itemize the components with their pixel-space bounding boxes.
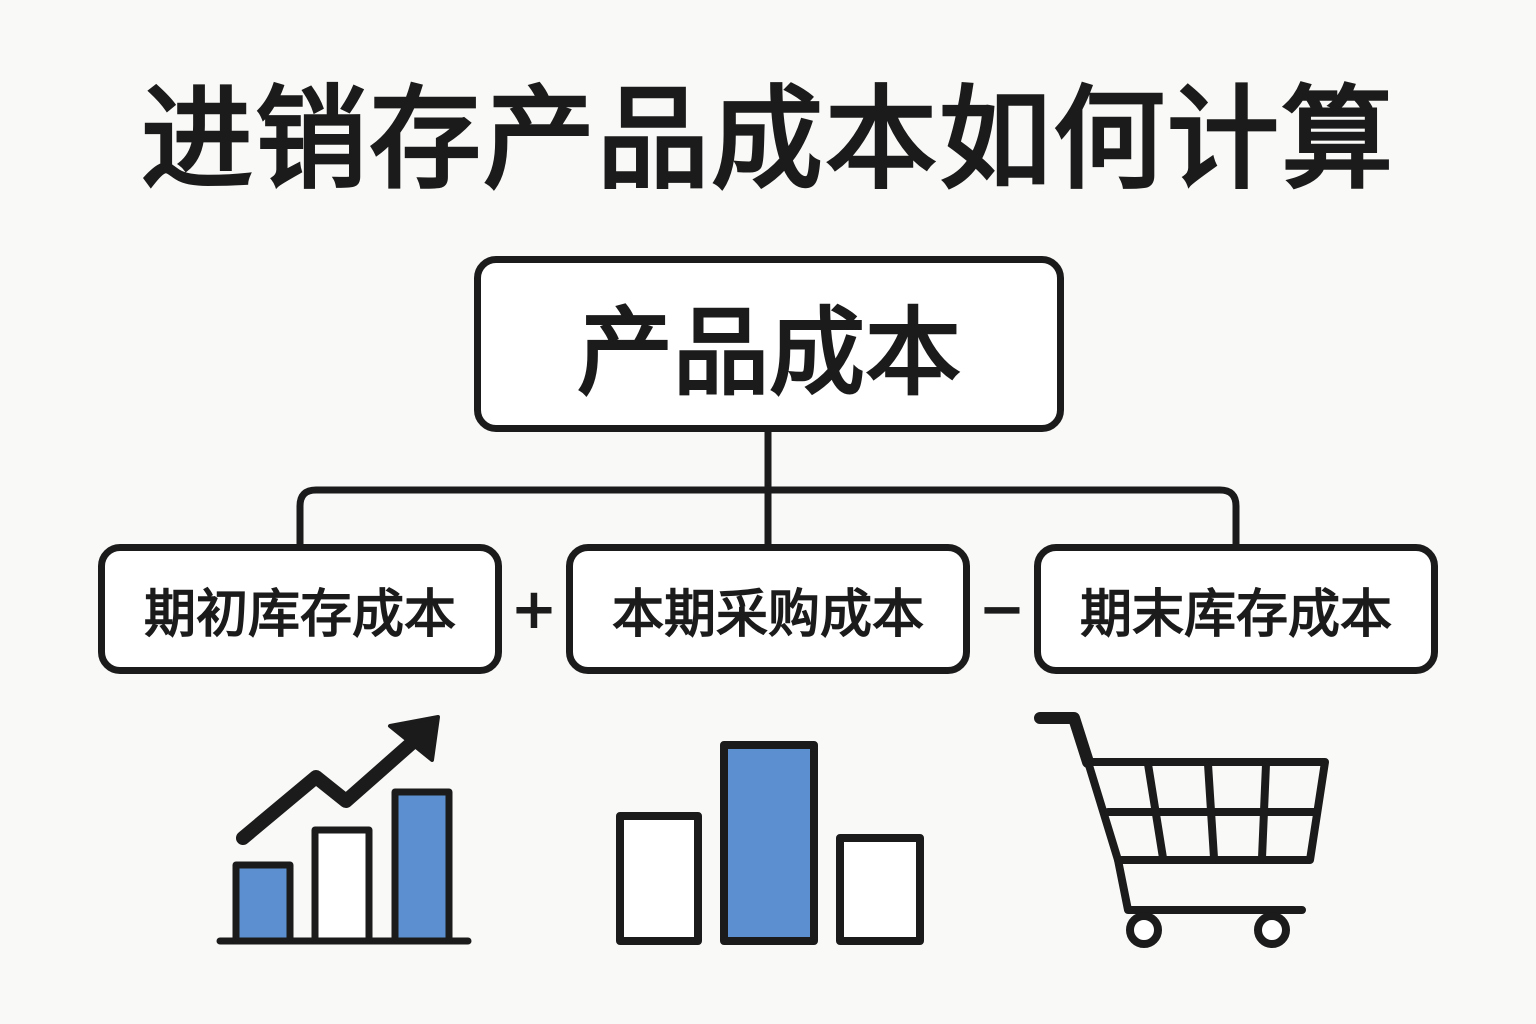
shopping-cart-icon [1034, 712, 1329, 948]
term-label-opening-inventory: 期初库存成本 [143, 584, 456, 645]
term-box-current-purchases: 本期采购成本 [566, 544, 970, 674]
bar-chart-icon [616, 741, 924, 945]
connector-bar [296, 486, 1240, 548]
term-box-closing-inventory: 期末库存成本 [1034, 544, 1438, 674]
root-node-label: 产品成本 [577, 296, 961, 409]
term-label-current-purchases: 本期采购成本 [611, 584, 924, 645]
plus-operator: + [510, 577, 558, 642]
minus-operator: − [978, 577, 1026, 642]
term-label-closing-inventory: 期末库存成本 [1079, 584, 1392, 645]
rising-bar-chart-icon [216, 715, 472, 945]
term-box-opening-inventory: 期初库存成本 [98, 544, 502, 674]
root-node-box: 产品成本 [474, 256, 1064, 432]
page-title: 进销存产品成本如何计算 [141, 75, 1395, 205]
